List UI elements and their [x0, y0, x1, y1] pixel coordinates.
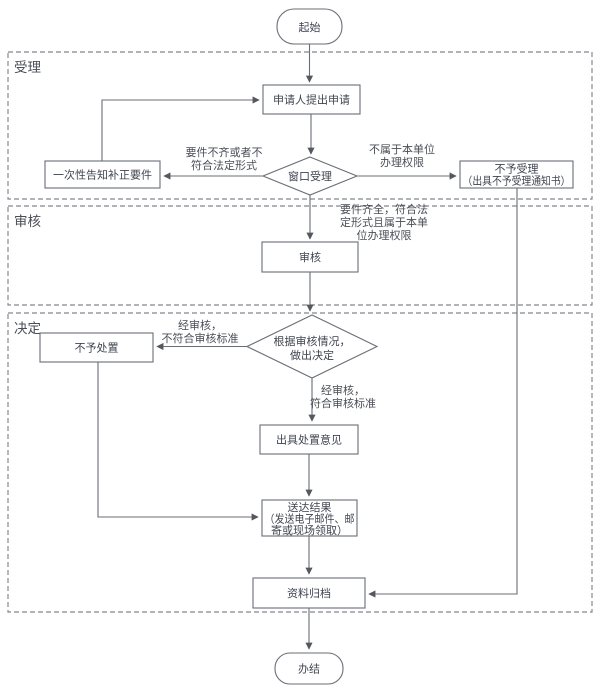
section-accept-label: 受理 — [14, 60, 41, 75]
node-end-label: 办结 — [298, 663, 320, 676]
node-decide-label-line2: 做出决定 — [290, 348, 334, 362]
node-apply — [262, 84, 361, 115]
node-deliver-label-line3: 寄或现场领取） — [271, 523, 348, 537]
edge-reject-to-archive — [368, 188, 518, 598]
node-review — [261, 241, 359, 273]
edge-label-fail-line2: 不符合审核标准 — [162, 331, 239, 345]
node-deliver — [261, 499, 358, 537]
node-reject — [459, 160, 574, 189]
node-no-disposal-label: 不予处置 — [75, 342, 119, 355]
node-window-decision — [261, 156, 359, 196]
node-archive — [252, 577, 366, 609]
edge-label-fail-line1: 经审核， — [178, 318, 222, 332]
edge-label-not-jurisdiction-line1: 不属于本单位 — [369, 142, 435, 156]
node-no-disposal — [39, 332, 154, 363]
node-apply-label: 申请人提出申请 — [273, 93, 350, 107]
node-archive-label: 资料归档 — [287, 586, 331, 600]
edge-notify-to-apply — [101, 96, 260, 161]
node-start-label: 起始 — [299, 20, 321, 34]
node-reject-label-line2: （出具不予受理通知书） — [463, 174, 571, 188]
node-opinion-label: 出具处置意见 — [276, 433, 342, 447]
node-opinion — [259, 424, 359, 455]
edge-nodisposal-to-deliver — [97, 362, 259, 521]
node-start — [276, 8, 343, 45]
edge-label-incomplete-line1: 要件不齐或者不 — [186, 145, 263, 159]
node-reject-label-line1: 不予受理 — [495, 163, 539, 176]
section-review-box — [7, 205, 593, 306]
section-accept-box — [7, 51, 593, 200]
node-decide-decision — [245, 314, 379, 379]
edge-label-pass-line1: 经审核， — [321, 383, 365, 397]
section-review-label: 审核 — [14, 214, 41, 229]
node-deliver-label-line2: （发送电子邮件、邮 — [265, 512, 355, 526]
section-decide-box — [7, 312, 593, 613]
section-decide-label: 决定 — [14, 321, 41, 336]
edge-label-incomplete-line2: 符合法定形式 — [191, 158, 257, 172]
edge-label-pass-line2: 符合审核标准 — [310, 396, 376, 410]
node-review-label: 审核 — [299, 250, 321, 264]
node-decide-label-line1: 根据审核情况， — [274, 334, 351, 348]
edge-label-complete-line3: 位办理权限 — [357, 228, 412, 242]
node-notify — [44, 160, 161, 189]
node-deliver-label-line1: 送达结果 — [288, 500, 332, 514]
edge-label-complete-line2: 定形式且属于本单 — [340, 215, 428, 229]
edge-label-not-jurisdiction-line2: 办理权限 — [380, 156, 424, 169]
edge-label-complete-line1: 要件齐全，符合法 — [340, 202, 428, 216]
node-notify-label: 一次性告知补正要件 — [53, 168, 152, 182]
node-window-label: 窗口受理 — [288, 169, 332, 183]
node-end — [274, 652, 344, 685]
